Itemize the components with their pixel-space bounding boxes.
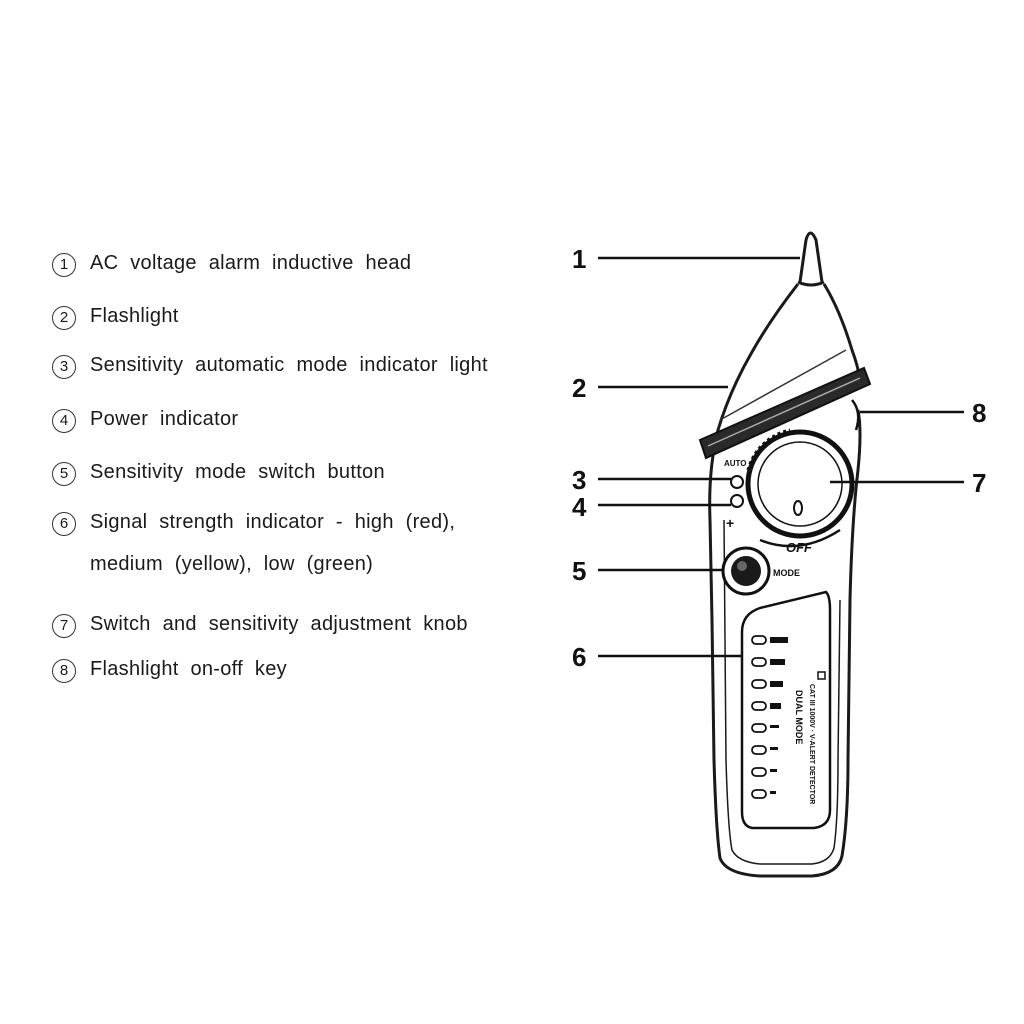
legend-text: Power indicator (90, 408, 239, 430)
inductive-head (798, 231, 824, 283)
signal-level-bar (770, 681, 783, 687)
legend-text: Flashlight on-off key (90, 658, 287, 680)
legend-number: 6 (52, 512, 76, 536)
svg-text:DUAL MODE: DUAL MODE (794, 690, 804, 744)
auto-label: AUTO (724, 459, 747, 468)
signal-leds (751, 635, 788, 799)
flashlight-band (698, 349, 872, 460)
adjustment-knob (745, 428, 855, 548)
signal-led (751, 745, 767, 755)
legend: 1 AC voltage alarm inductive head 2 Flas… (52, 250, 488, 690)
callout-1: 1 (572, 244, 586, 274)
callout-4: 4 (572, 492, 587, 522)
signal-led (751, 635, 767, 645)
signal-led (751, 723, 767, 733)
legend-text: Switch and sensitivity adjustment knob (90, 613, 468, 635)
callout-7: 7 (972, 468, 986, 498)
legend-item-1: 1 AC voltage alarm inductive head (52, 250, 411, 284)
signal-level-bar (770, 769, 777, 772)
legend-text: Flashlight (90, 305, 179, 327)
plus-label: + (726, 515, 734, 531)
legend-item-3: 3 Sensitivity automatic mode indicator l… (52, 352, 488, 386)
power-indicator-light (730, 494, 744, 508)
callout-5: 5 (572, 556, 586, 586)
legend-number: 8 (52, 659, 76, 683)
signal-led (751, 657, 767, 667)
legend-number: 2 (52, 306, 76, 330)
signal-level-bar (770, 791, 776, 794)
callout-3: 3 (572, 465, 586, 495)
svg-text:CAT III 1000V · V-ALERT DETECT: CAT III 1000V · V-ALERT DETECTOR (808, 684, 815, 804)
flashlight-key (851, 399, 860, 431)
signal-level-bar (770, 659, 785, 665)
signal-level-bar (770, 703, 781, 709)
off-label: OFF (786, 540, 813, 555)
legend-item-6: 6 Signal strength indicator - high (red)… (52, 509, 455, 585)
auto-mode-indicator-light (730, 475, 744, 489)
signal-led (751, 679, 767, 689)
legend-text: AC voltage alarm inductive head (90, 252, 412, 274)
legend-number: 7 (52, 614, 76, 638)
legend-item-7: 7 Switch and sensitivity adjustment knob (52, 611, 468, 645)
signal-level-bar (770, 637, 788, 643)
legend-number: 5 (52, 462, 76, 486)
callout-2: 2 (572, 373, 586, 403)
legend-number: 3 (52, 355, 76, 379)
signal-level-bar (770, 725, 779, 728)
legend-item-4: 4 Power indicator (52, 406, 238, 440)
signal-level-bar (770, 747, 778, 750)
legend-number: 4 (52, 409, 76, 433)
legend-item-5: 5 Sensitivity mode switch button (52, 459, 385, 493)
legend-text-line2: medium (yellow), low (green) (90, 553, 374, 575)
legend-number: 1 (52, 253, 76, 277)
legend-item-8: 8 Flashlight on-off key (52, 656, 287, 690)
legend-text: Signal strength indicator - high (red), (90, 511, 456, 533)
signal-led (751, 789, 767, 799)
signal-indicator-window: CAT III 1000V · V-ALERT DETECTOR DUAL MO… (740, 590, 832, 830)
signal-led (751, 767, 767, 777)
mode-label: MODE (773, 568, 800, 578)
leader-lines (598, 256, 964, 658)
legend-text: Sensitivity automatic mode indicator lig… (90, 354, 488, 376)
callout-6: 6 (572, 642, 586, 672)
legend-item-2: 2 Flashlight (52, 303, 179, 337)
callout-8: 8 (972, 398, 986, 428)
legend-text: Sensitivity mode switch button (90, 461, 385, 483)
mode-button (721, 546, 771, 596)
signal-led (751, 701, 767, 711)
